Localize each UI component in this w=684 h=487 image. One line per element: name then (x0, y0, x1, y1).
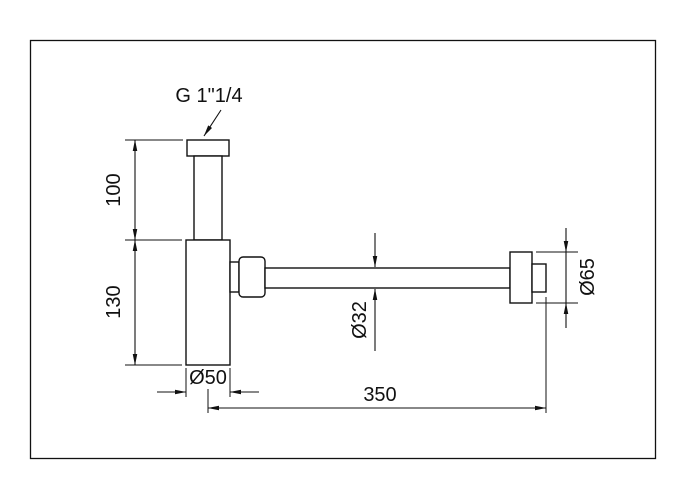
body-height-label: 130 (103, 285, 125, 318)
thread-leader-arrow (203, 109, 222, 137)
dim-left-heights (125, 139, 183, 366)
flange-diameter-label: Ø65 (577, 258, 599, 296)
siphon-outline (185, 139, 547, 366)
thread-size-label: G 1"1/4 (175, 85, 242, 107)
body-diameter-label: Ø50 (189, 367, 227, 389)
pipe-diameter-label: Ø32 (349, 301, 371, 339)
trap-cup (185, 239, 231, 366)
outlet-tube (264, 267, 511, 289)
dim-thread (203, 109, 222, 137)
outlet-collar (229, 261, 240, 293)
trap-nut (186, 139, 230, 157)
dim-horizontal-length (207, 297, 547, 413)
inlet-height-label: 100 (103, 173, 125, 206)
drawing-border (29, 39, 657, 460)
pipe-length-label: 350 (363, 384, 396, 406)
tube-end (531, 263, 547, 293)
dim-cup-diameter (157, 368, 259, 397)
dim-flange-diameter (536, 228, 578, 328)
wall-flange (509, 251, 533, 304)
outlet-nut (238, 256, 266, 298)
inlet-tube (193, 155, 223, 241)
